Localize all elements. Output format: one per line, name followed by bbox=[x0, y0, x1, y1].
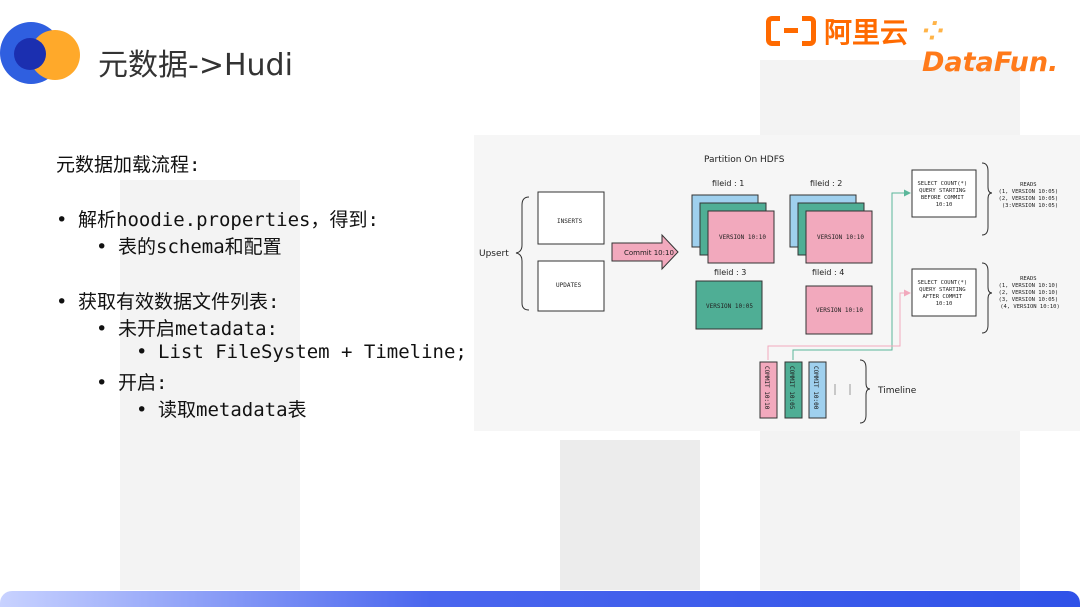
timeline-brace bbox=[859, 359, 871, 424]
aliyun-mark-icon bbox=[766, 16, 816, 46]
commit-1010-box bbox=[759, 361, 778, 419]
list-item-text: List FileSystem + Timeline; bbox=[158, 341, 467, 363]
list-item: • List FileSystem + Timeline; bbox=[136, 341, 467, 363]
query-before-text: SELECT COUNT(*) QUERY STARTING BEFORE CO… bbox=[918, 181, 971, 208]
commit-1000-label: COMMIT 10:00 bbox=[812, 366, 819, 410]
aliyun-logo: 阿里云 bbox=[766, 14, 909, 49]
commit-1010-to-query-after-arrow bbox=[767, 289, 911, 360]
updates-box bbox=[537, 260, 605, 312]
file-3-version-label: VERSION 10:05 bbox=[706, 303, 753, 310]
partition-title: Partition On HDFS bbox=[704, 155, 785, 165]
fileid-1-label: fileid : 1 bbox=[712, 179, 744, 188]
updates-label: UPDATES bbox=[556, 282, 582, 289]
reads-after-text: READS (1, VERSION 10:10) (2, VERSION 10:… bbox=[999, 276, 1062, 310]
commit-arrow-label: Commit 10:10 bbox=[624, 249, 674, 257]
commit-1005-label: COMMIT 10:05 bbox=[788, 366, 795, 410]
commit-1000-box bbox=[808, 361, 827, 419]
bullet-marker: • bbox=[56, 291, 68, 313]
reads-after-brace bbox=[981, 262, 993, 334]
file-2-version-label: VERSION 10:10 bbox=[817, 234, 864, 241]
upsert-brace bbox=[515, 196, 530, 311]
file-4-version-label: VERSION 10:10 bbox=[816, 307, 863, 314]
commit-1005-to-query-before-arrow bbox=[792, 189, 911, 360]
commit-arrow-shape bbox=[611, 233, 679, 271]
datafun-logo-text: DataFun. bbox=[922, 47, 1059, 78]
bullet-marker: • bbox=[96, 318, 108, 340]
upsert-label: Upsert bbox=[479, 249, 509, 259]
inserts-box bbox=[537, 191, 605, 245]
reads-before-brace bbox=[981, 162, 993, 236]
commit-1005-box bbox=[784, 361, 803, 419]
reads-before-text: READS (1, VERSION 10:05) (2, VERSION 10:… bbox=[999, 182, 1062, 209]
file-1-version-label: VERSION 10:10 bbox=[719, 234, 766, 241]
bullet-marker: • bbox=[136, 399, 148, 421]
query-before-box bbox=[911, 169, 977, 218]
list-item-text: 开启: bbox=[118, 372, 168, 394]
bullet-marker: • bbox=[96, 236, 108, 258]
footer-gradient-bar bbox=[0, 591, 1080, 607]
list-item-text: 表的schema和配置 bbox=[118, 236, 282, 258]
body-heading: 元数据加载流程: bbox=[56, 154, 201, 176]
commit-1010-label: COMMIT 10:10 bbox=[763, 366, 770, 410]
fileid-4-label: fileid : 4 bbox=[812, 268, 844, 277]
fileid-3-label: fileid : 3 bbox=[714, 268, 746, 277]
bullet-marker: • bbox=[136, 341, 148, 363]
query-after-text: SELECT COUNT(*) QUERY STARTING AFTER COM… bbox=[918, 280, 971, 307]
list-item-text: 未开启metadata: bbox=[118, 318, 278, 340]
timeline-label: Timeline bbox=[877, 386, 917, 396]
hudi-architecture-diagram: Partition On HDFS Upsert INSERTS UPDATES… bbox=[474, 135, 1080, 431]
list-item: • 获取有效数据文件列表: bbox=[56, 287, 279, 314]
list-item: • 表的schema和配置 bbox=[96, 232, 282, 259]
brand-circles-logo bbox=[0, 22, 90, 94]
bullet-marker: • bbox=[56, 209, 68, 231]
list-item: • 未开启metadata: bbox=[96, 314, 278, 341]
list-item: • 开启: bbox=[96, 368, 167, 395]
list-item-text: 获取有效数据文件列表: bbox=[78, 291, 280, 313]
list-item-text: 读取metadata表 bbox=[158, 399, 307, 421]
file-1-current-version bbox=[707, 210, 775, 264]
file-3-current-version bbox=[695, 280, 763, 330]
background-building-left bbox=[120, 180, 300, 590]
list-item: • 读取metadata表 bbox=[136, 395, 307, 422]
file-4-current-version bbox=[805, 285, 873, 335]
aliyun-logo-text: 阿里云 bbox=[824, 16, 909, 49]
list-item: • 解析hoodie.properties，得到: bbox=[56, 205, 379, 232]
datafun-dots-icon: ⁘ bbox=[922, 16, 945, 47]
slide-title: 元数据->Hudi bbox=[98, 48, 293, 83]
query-after-box bbox=[911, 268, 977, 317]
background-stripe bbox=[560, 440, 700, 590]
inserts-label: INSERTS bbox=[557, 218, 583, 225]
datafun-logo: ⁘DataFun. bbox=[922, 16, 1080, 78]
file-2-current-version bbox=[805, 210, 873, 264]
list-item-text: 解析hoodie.properties，得到: bbox=[78, 209, 379, 231]
fileid-2-label: fileid : 2 bbox=[810, 179, 842, 188]
bullet-marker: • bbox=[96, 372, 108, 394]
